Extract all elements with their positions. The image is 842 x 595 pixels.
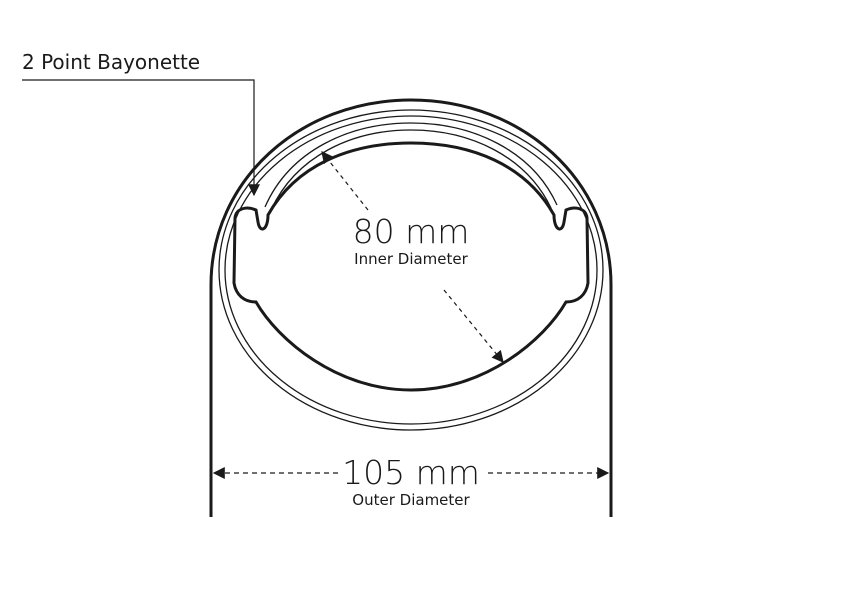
outer-diameter-caption: Outer Diameter (352, 491, 470, 509)
outer-tube-outline (209, 98, 613, 517)
inner-diameter-value: 80 mm (352, 212, 470, 251)
inner-diameter-dim-lower (443, 289, 504, 363)
inner-aperture-outline (232, 141, 590, 392)
bayonet-guide-line (264, 122, 558, 208)
bayonet-guide-line-2 (270, 129, 552, 211)
inner-diameter-caption: Inner Diameter (354, 250, 468, 268)
outer-rim-line (218, 109, 604, 431)
callout-label-bayonet: 2 Point Bayonette (22, 50, 201, 74)
outer-diameter-value: 105 mm (342, 453, 480, 492)
callout-leader-line (22, 79, 260, 197)
outer-rim-line-inner (224, 115, 598, 425)
